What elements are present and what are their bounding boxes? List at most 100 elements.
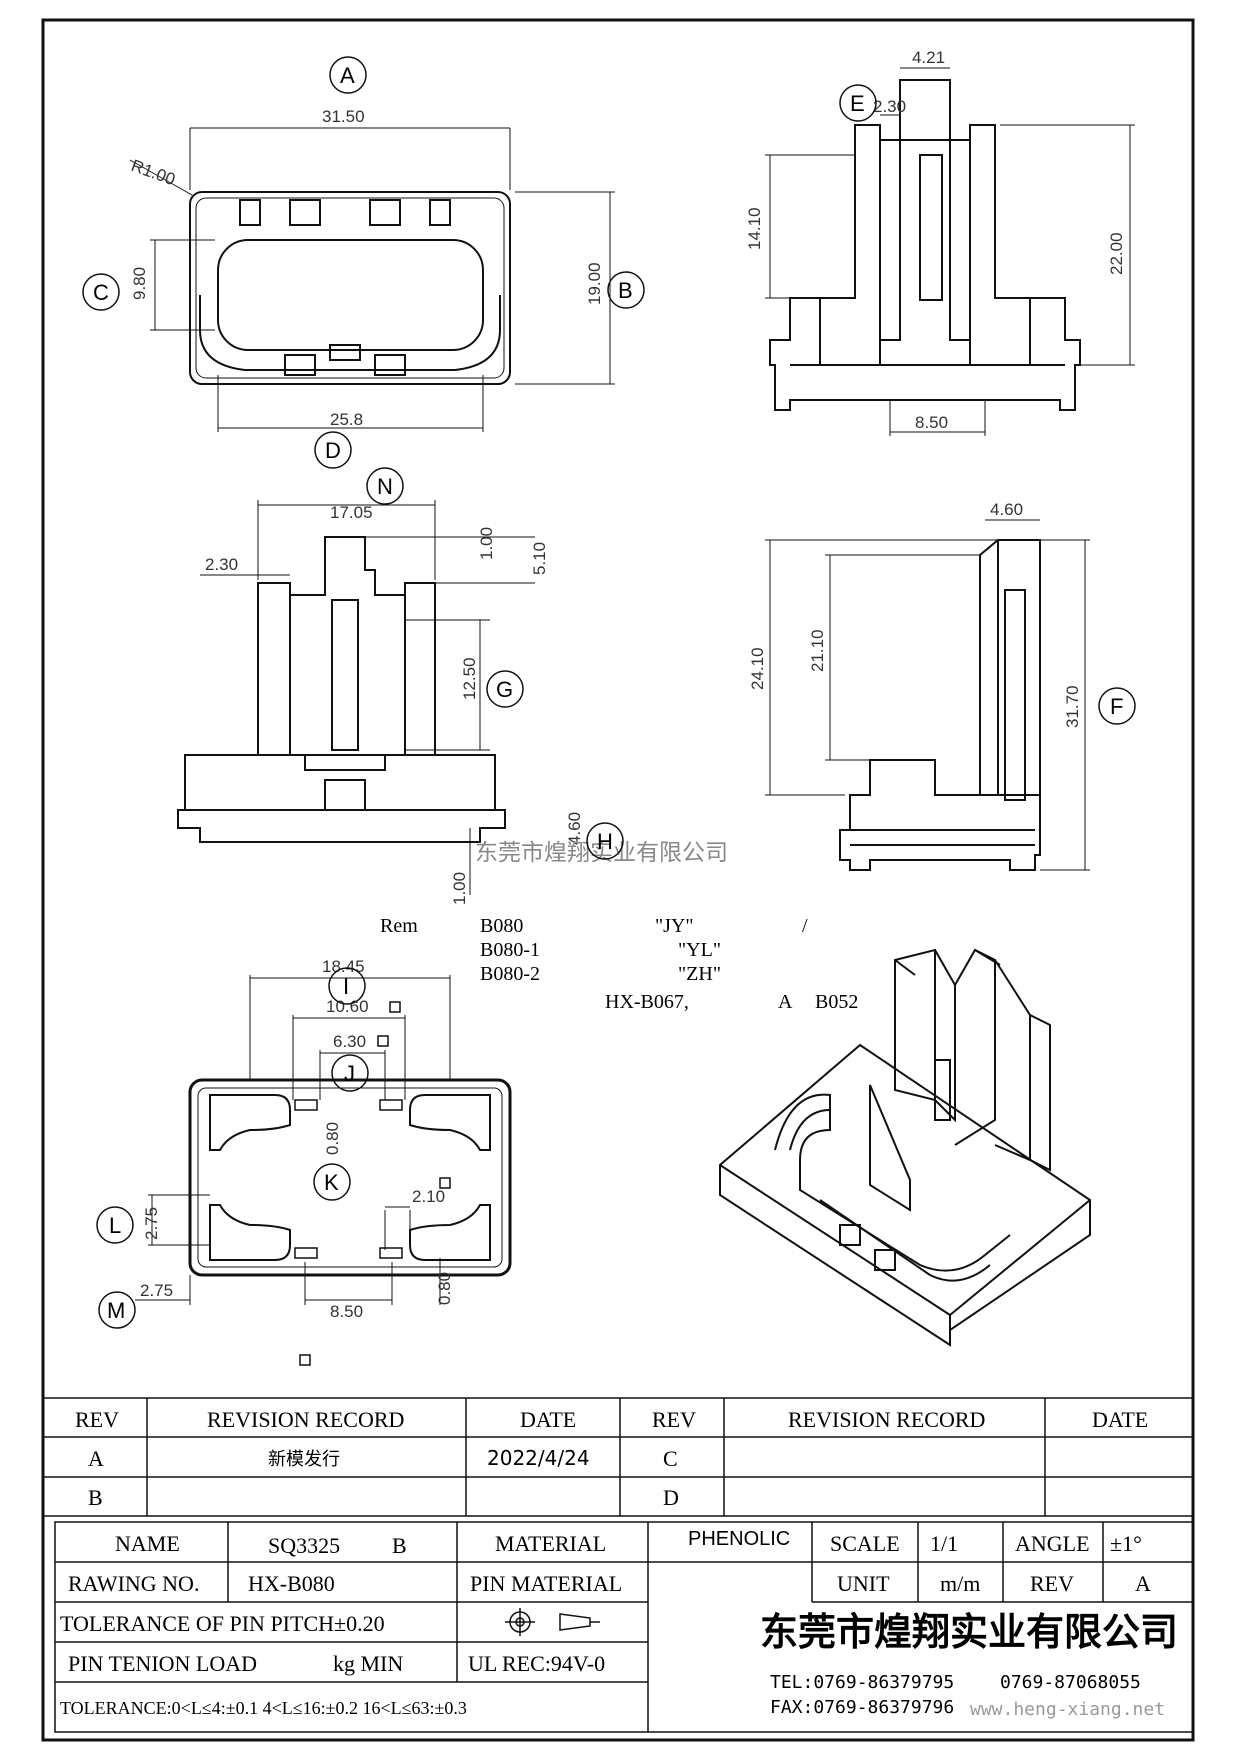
drawing-no-label: RAWING NO. bbox=[68, 1571, 199, 1596]
callout-f: F bbox=[1110, 694, 1123, 719]
tolerance-pitch: TOLERANCE OF PIN PITCH±0.20 bbox=[60, 1611, 385, 1636]
name-value: SQ3325 bbox=[268, 1533, 340, 1558]
company-tel2: 0769-87068055 bbox=[1000, 1672, 1141, 1693]
bottom-view bbox=[135, 975, 512, 1366]
dim-bottom-m: 2.75 bbox=[140, 1281, 173, 1300]
dim-bottom-w3: 6.30 bbox=[333, 1032, 366, 1051]
dim-right-h1: 24.10 bbox=[748, 647, 767, 690]
dim-side-h1: 14.10 bbox=[745, 207, 764, 250]
dim-bottom-w1: 18.45 bbox=[322, 957, 365, 976]
dim-front-slot: 12.50 bbox=[460, 657, 479, 700]
remarks-code-3: B080-2 bbox=[480, 963, 540, 985]
unit-label: UNIT bbox=[837, 1571, 890, 1596]
remarks-line4-c: B052 bbox=[815, 991, 858, 1013]
front-view bbox=[177, 500, 535, 895]
remarks-code-1: B080 bbox=[480, 915, 523, 937]
rev-row2-rev2: D bbox=[663, 1485, 679, 1510]
dim-top-height: 19.00 bbox=[585, 262, 604, 305]
dim-top-inner-h: 9.80 bbox=[130, 267, 149, 300]
angle-value: ±1° bbox=[1110, 1531, 1142, 1556]
dim-bottom-w2: 10.60 bbox=[326, 997, 369, 1016]
tolerance-line: TOLERANCE:0<L≤4:±0.1 4<L≤16:±0.2 16<L≤63… bbox=[60, 1698, 467, 1718]
rev-label: REV bbox=[1030, 1571, 1074, 1596]
callout-n: N bbox=[377, 474, 393, 499]
callout-j: J bbox=[344, 1061, 355, 1086]
dim-bottom-d2: 2.10 bbox=[412, 1187, 445, 1206]
rev-header-1: REV bbox=[75, 1407, 119, 1432]
dim-front-foot: 1.00 bbox=[450, 872, 469, 905]
revision-table-text: REV REVISION RECORD DATE REV REVISION RE… bbox=[75, 1407, 1148, 1510]
remarks-extra-1: / bbox=[802, 915, 808, 937]
pin-symbol bbox=[505, 1608, 600, 1636]
dim-right-h2: 21.10 bbox=[808, 629, 827, 672]
company-fax: FAX:0769-86379796 bbox=[770, 1697, 954, 1718]
remarks-line4-a: HX-B067, bbox=[605, 991, 689, 1013]
rev-header-4: REV bbox=[652, 1407, 696, 1432]
pin-material-label: PIN MATERIAL bbox=[470, 1571, 622, 1596]
right-view bbox=[765, 519, 1090, 871]
rev-header-3: DATE bbox=[520, 1407, 576, 1432]
callout-m: M bbox=[107, 1298, 125, 1323]
callout-letters: A B C D E F G H I J K L M N bbox=[93, 63, 1123, 1323]
callout-h: H bbox=[597, 829, 613, 854]
dim-front-d1: 1.00 bbox=[477, 527, 496, 560]
callout-d: D bbox=[325, 438, 341, 463]
callout-c: C bbox=[93, 280, 109, 305]
callout-b: B bbox=[618, 278, 633, 303]
callout-l: L bbox=[109, 1213, 121, 1238]
dim-top-bottom-w: 25.8 bbox=[330, 410, 363, 429]
remarks-mark-3: "ZH" bbox=[678, 963, 721, 985]
revision-table bbox=[42, 1397, 1194, 1517]
dim-right-total: 31.70 bbox=[1063, 685, 1082, 728]
remarks-mark-2: "YL" bbox=[678, 939, 721, 961]
callout-g: G bbox=[496, 677, 513, 702]
top-view bbox=[129, 127, 615, 432]
sheet-border bbox=[41, 18, 1195, 1742]
dim-side-base: 8.50 bbox=[915, 413, 948, 432]
rev-row2-rev: B bbox=[88, 1485, 103, 1510]
rev-header-5: REVISION RECORD bbox=[788, 1407, 985, 1432]
isometric-view bbox=[719, 948, 1091, 1347]
dim-front-left: 2.30 bbox=[205, 555, 238, 574]
material-label: MATERIAL bbox=[495, 1531, 606, 1556]
title-block bbox=[54, 1521, 1194, 1733]
name-label: NAME bbox=[115, 1531, 180, 1556]
callout-e: E bbox=[850, 91, 865, 116]
dim-side-h2: 22.00 bbox=[1107, 232, 1126, 275]
name-suffix: B bbox=[392, 1533, 407, 1558]
callout-i: I bbox=[343, 974, 349, 999]
dim-top-width: 31.50 bbox=[322, 107, 365, 126]
dim-bottom-d1: 0.80 bbox=[323, 1122, 342, 1155]
callout-k: K bbox=[324, 1170, 339, 1195]
dim-front-base-h: 4.60 bbox=[565, 812, 584, 845]
remarks-code-2: B080-1 bbox=[480, 939, 540, 961]
dim-top-radius: R1.00 bbox=[129, 156, 178, 189]
material-value: PHENOLIC bbox=[688, 1528, 790, 1550]
rev-row1-rev: A bbox=[88, 1446, 104, 1471]
rev-header-6: DATE bbox=[1092, 1407, 1148, 1432]
title-block-text: NAME SQ3325 B MATERIAL PHENOLIC SCALE 1/… bbox=[60, 1528, 1178, 1720]
dim-bottom-l: 2.75 bbox=[142, 1207, 161, 1240]
watermark-mid: 东莞市煌翔实业有限公司 bbox=[475, 840, 728, 866]
dim-bottom-d3: 0.80 bbox=[435, 1272, 454, 1305]
dim-side-top-w: 4.21 bbox=[912, 48, 945, 67]
dim-side-gap: 2.30 bbox=[873, 97, 906, 116]
callout-a: A bbox=[340, 63, 355, 88]
company-tel: TEL:0769-86379795 bbox=[770, 1672, 954, 1693]
side-view bbox=[765, 67, 1135, 436]
rev-row1-rev2: C bbox=[663, 1446, 678, 1471]
company-name: 东莞市煌翔实业有限公司 bbox=[760, 1610, 1178, 1654]
pin-tension-label: PIN TENION LOAD bbox=[68, 1651, 257, 1676]
rev-row1-date: 2022/4/24 bbox=[487, 1446, 590, 1470]
dim-right-top: 4.60 bbox=[990, 500, 1023, 519]
dim-bottom-pitch: 8.50 bbox=[330, 1302, 363, 1321]
drawing-no-value: HX-B080 bbox=[248, 1571, 335, 1596]
remarks-mark-1: "JY" bbox=[655, 915, 694, 937]
scale-value: 1/1 bbox=[930, 1531, 958, 1556]
company-website: www.heng-xiang.net bbox=[970, 1699, 1165, 1720]
rev-header-2: REVISION RECORD bbox=[207, 1407, 404, 1432]
angle-label: ANGLE bbox=[1015, 1531, 1090, 1556]
callouts bbox=[82, 56, 1136, 1329]
dim-front-w: 17.05 bbox=[330, 503, 373, 522]
